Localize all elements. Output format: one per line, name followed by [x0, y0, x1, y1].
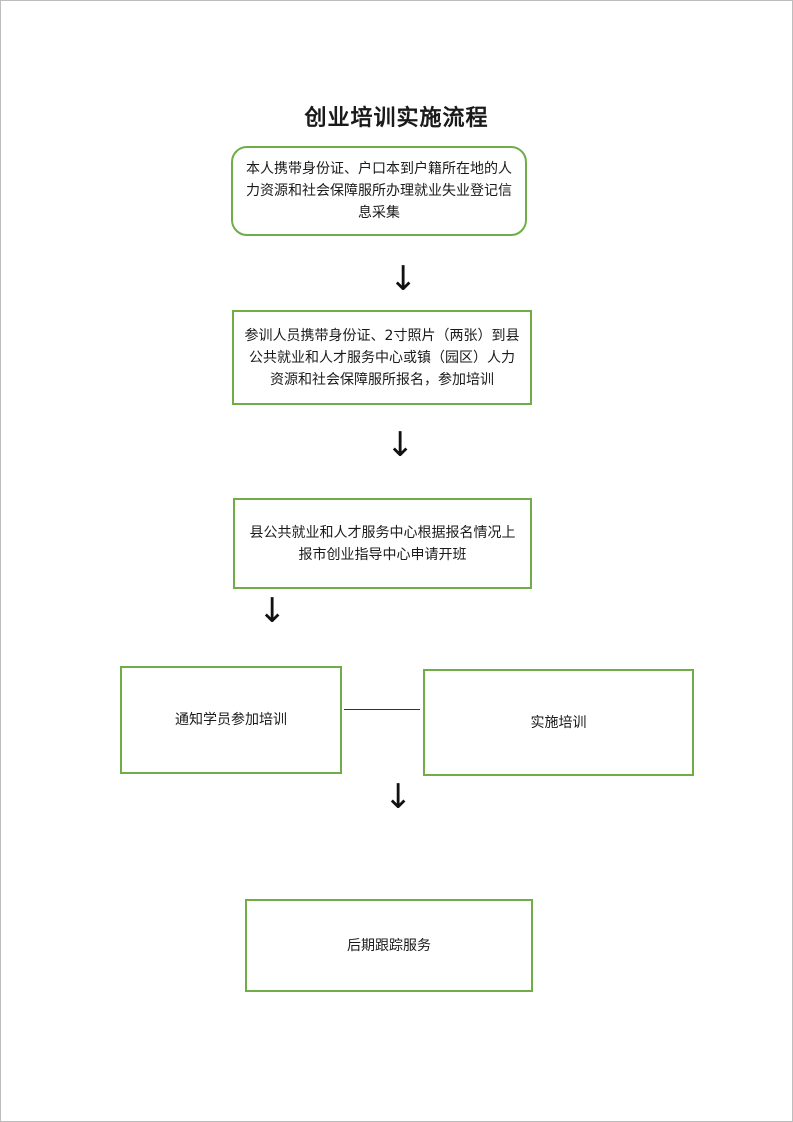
step-4-text: 通知学员参加培训 [175, 712, 287, 728]
step-1-box: 本人携带身份证、户口本到户籍所在地的人力资源和社会保障服所办理就业失业登记信息采… [231, 146, 527, 236]
arrow-2: ↓ [386, 425, 415, 465]
step-2-box: 参训人员携带身份证、2寸照片（两张）到县公共就业和人才服务中心或镇（园区）人力资… [232, 310, 532, 405]
step-5-text: 实施培训 [530, 714, 587, 731]
step-4-box: 通知学员参加培训 [120, 666, 342, 774]
step-5-box: 实施培训 [423, 669, 694, 776]
step-1-text: 本人携带身份证、户口本到户籍所在地的人力资源和社会保障服所办理就业失业登记信息采… [246, 161, 512, 221]
arrow-3: ↓ [258, 591, 287, 631]
step-6-text: 后期跟踪服务 [347, 937, 431, 954]
connector-line [344, 709, 420, 710]
step-2-text: 参训人员携带身份证、2寸照片（两张）到县公共就业和人才服务中心或镇（园区）人力资… [244, 327, 520, 388]
arrow-4: ↓ [384, 777, 413, 817]
arrow-1: ↓ [389, 259, 418, 299]
diagram-title: 创业培训实施流程 [304, 106, 489, 131]
step-6-box: 后期跟踪服务 [245, 899, 533, 992]
step-3-box: 县公共就业和人才服务中心根据报名情况上报市创业指导中心申请开班 [233, 498, 532, 589]
step-3-text: 县公共就业和人才服务中心根据报名情况上报市创业指导中心申请开班 [249, 524, 516, 563]
